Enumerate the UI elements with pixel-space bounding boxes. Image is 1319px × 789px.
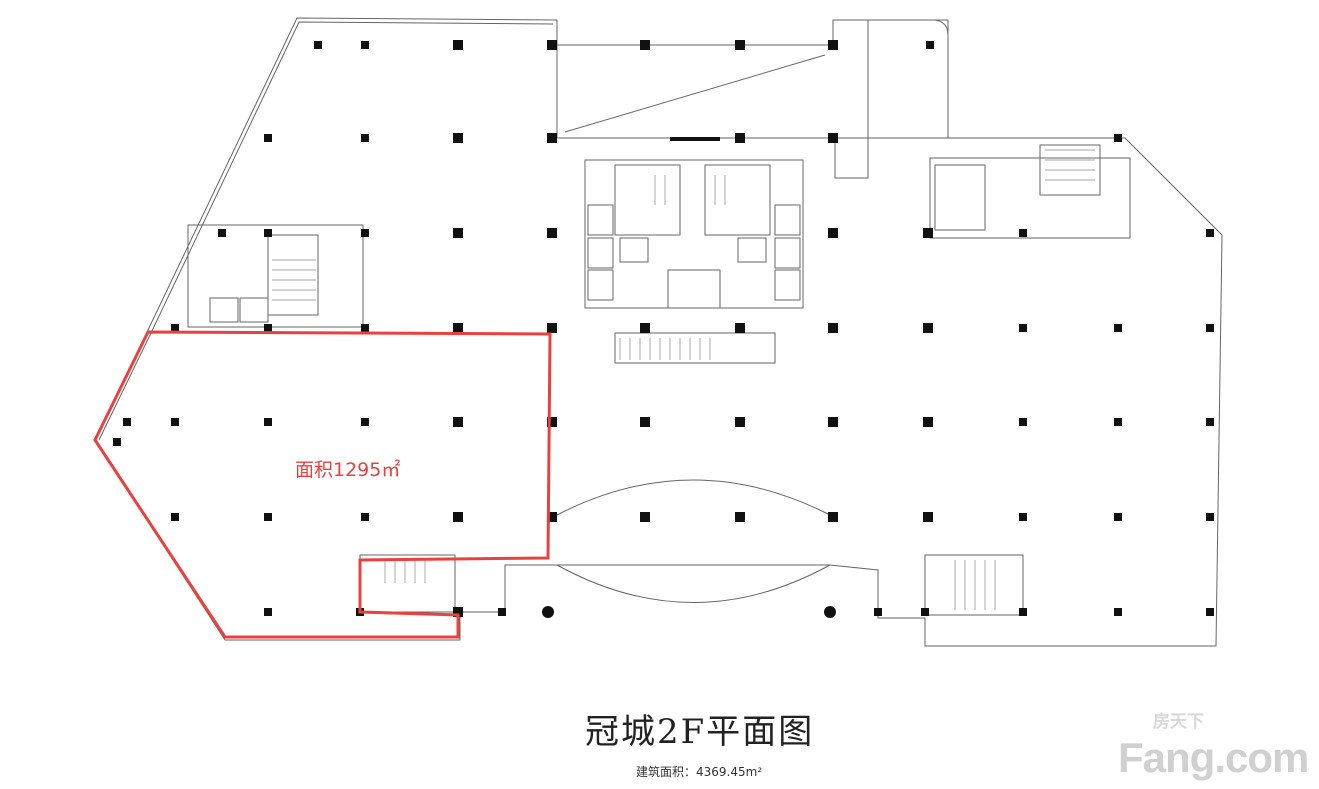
column: [828, 512, 838, 522]
column: [361, 41, 369, 49]
column: [361, 513, 369, 521]
column: [735, 323, 745, 333]
column: [828, 133, 838, 143]
column: [453, 40, 463, 50]
building-area-text: 建筑面积：4369.45m²: [636, 765, 763, 779]
column: [828, 323, 838, 333]
column: [874, 608, 882, 616]
column: [735, 512, 745, 522]
column: [453, 133, 463, 143]
column: [1019, 513, 1027, 521]
column: [1114, 608, 1122, 616]
column: [264, 134, 272, 142]
column: [453, 228, 463, 238]
column: [1019, 418, 1027, 426]
column: [735, 417, 745, 427]
column: [1019, 324, 1027, 332]
column: [171, 513, 179, 521]
column: [218, 229, 226, 237]
column: [264, 324, 272, 332]
column: [1114, 418, 1122, 426]
column: [1114, 134, 1122, 142]
column: [453, 607, 463, 617]
column: [921, 608, 929, 616]
column: [926, 41, 934, 49]
atrium-top: [556, 479, 831, 516]
column: [923, 228, 933, 238]
column: [264, 418, 272, 426]
stair-bottom-left: [359, 554, 456, 613]
column: [547, 133, 557, 143]
highlight-area-outline: [93, 330, 552, 639]
stair-bottom-right: [924, 554, 1024, 616]
column: [547, 323, 557, 333]
column: [640, 417, 650, 427]
column: [264, 513, 272, 521]
column: [547, 417, 557, 427]
round-column: [542, 606, 554, 618]
column: [361, 324, 369, 332]
column: [171, 418, 179, 426]
fang-logo: 房天下 Fang.com: [1118, 714, 1313, 784]
column: [1206, 608, 1214, 616]
highlight-area-label: 面积1295㎡: [295, 459, 401, 481]
column: [1114, 513, 1122, 521]
column: [314, 41, 322, 49]
column: [547, 228, 557, 238]
column: [1019, 608, 1027, 616]
column: [547, 512, 557, 522]
column: [828, 228, 838, 238]
column: [923, 417, 933, 427]
column: [361, 229, 369, 237]
column: [735, 133, 745, 143]
column: [1206, 229, 1214, 237]
column: [640, 40, 650, 50]
column: [828, 417, 838, 427]
column: [923, 323, 933, 333]
escalator: [614, 332, 776, 364]
column: [453, 512, 463, 522]
column: [171, 324, 179, 332]
column: [264, 229, 272, 237]
column: [828, 40, 838, 50]
column: [547, 40, 557, 50]
floor-plan: [93, 17, 1223, 647]
column: [1114, 324, 1122, 332]
column: [1206, 324, 1214, 332]
round-column: [824, 606, 836, 618]
column: [498, 608, 506, 616]
logo-en: Fang.com: [1118, 734, 1309, 781]
column: [923, 512, 933, 522]
plan-title: 冠城2F平面图: [585, 712, 815, 752]
column: [1019, 229, 1027, 237]
column: [1206, 513, 1214, 521]
logo-cn: 房天下: [1153, 712, 1204, 732]
core-right: [929, 157, 1131, 239]
column: [640, 323, 650, 333]
column: [361, 418, 369, 426]
column: [453, 417, 463, 427]
column: [361, 134, 369, 142]
column: [264, 608, 272, 616]
atrium-bottom: [556, 564, 831, 603]
column: [123, 418, 131, 426]
column: [1206, 418, 1214, 426]
column: [113, 438, 121, 446]
core-left: [187, 224, 364, 328]
column: [735, 40, 745, 50]
column: [640, 512, 650, 522]
column: [453, 323, 463, 333]
